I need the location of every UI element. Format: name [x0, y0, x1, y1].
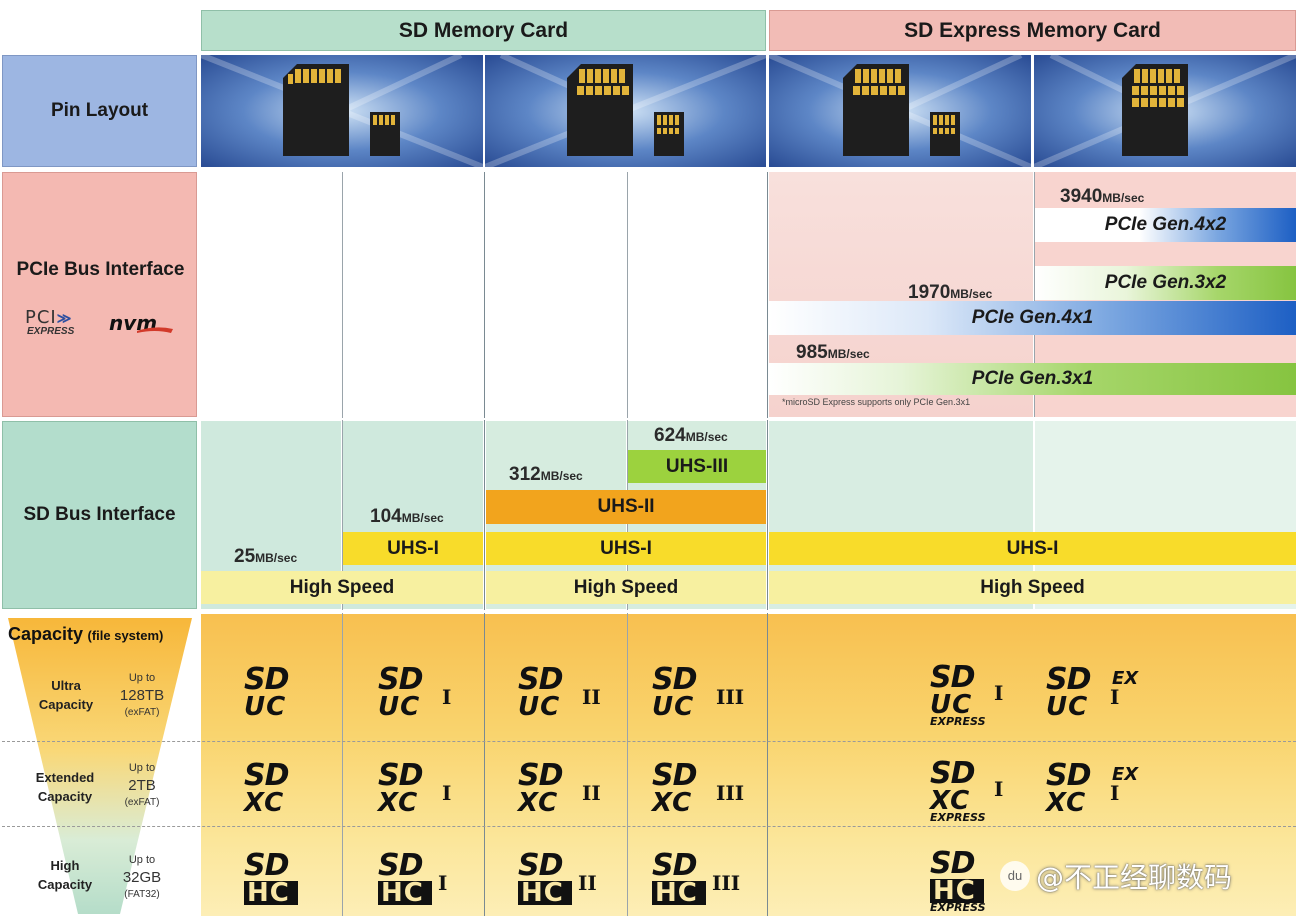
- pcie-footnote: *microSD Express supports only PCIe Gen.…: [782, 397, 971, 407]
- express-logo-text: EXPRESS: [27, 326, 75, 337]
- sd-card-icon: [283, 64, 349, 156]
- row-divider: [201, 610, 1296, 613]
- nvme-logo: nvm: [109, 311, 179, 337]
- capacity-size: 128TB: [119, 687, 165, 704]
- speed-label-624: 624MB/sec: [654, 425, 728, 446]
- column-divider: [1034, 172, 1035, 417]
- capacity-name-line2: Capacity: [37, 877, 93, 892]
- uhs1-bar-express: UHS-I: [769, 532, 1296, 565]
- paw-icon: du: [1000, 861, 1030, 891]
- nvme-swoosh-icon: [137, 327, 173, 333]
- pci-chevron-icon: ≫: [56, 310, 72, 326]
- speed-label-312: 312MB/sec: [509, 464, 583, 485]
- speed-label-3940: 3940MB/sec: [1060, 186, 1145, 207]
- capacity-name-line1: Ultra: [51, 678, 81, 693]
- capacity-size: 32GB: [122, 869, 162, 886]
- speed-label-985: 985MB/sec: [796, 342, 870, 363]
- pin-layout-label: Pin Layout: [2, 55, 197, 167]
- capacity-row-ultra: Ultra Capacity Up to 128TB (exFAT): [2, 660, 197, 740]
- sd-bus-label: SD Bus Interface: [2, 421, 197, 609]
- pcie-sdcard-blank: [201, 172, 766, 417]
- capacity-name-line2: Capacity: [37, 789, 93, 804]
- capacity-up-to: Up to: [128, 762, 156, 774]
- pcie-bus-label: PCIe Bus Interface: [16, 259, 185, 280]
- high-speed-bar-express: High Speed: [769, 571, 1296, 604]
- capacity-name-line1: Extended: [35, 770, 95, 785]
- capacity-title: Capacity (file system): [8, 624, 164, 644]
- column-divider: [342, 172, 343, 916]
- capacity-name-line2: Capacity: [38, 697, 94, 712]
- capacity-name-line1: High: [50, 858, 80, 873]
- speed-label-104: 104MB/sec: [370, 506, 444, 527]
- speed-label-25: 25MB/sec: [234, 546, 298, 567]
- uhs1-bar-sd: UHS-I: [343, 532, 483, 565]
- capacity-size: 2TB: [128, 777, 156, 794]
- sd-express-card-icon: [843, 64, 909, 156]
- dashed-divider: [2, 741, 1296, 742]
- high-speed-bar-sd-uhs2: High Speed: [486, 571, 766, 604]
- capacity-up-to: Up to: [128, 854, 156, 866]
- microsd-card-icon: [370, 112, 400, 156]
- row-divider: [201, 418, 1296, 420]
- capacity-funnel-shape: [8, 618, 192, 914]
- uhs3-bar: UHS-III: [628, 450, 766, 483]
- high-speed-bar-sd: High Speed: [201, 571, 483, 604]
- pci-express-logo: PCI≫ EXPRESS: [25, 307, 105, 341]
- capacity-fs: (exFAT): [124, 707, 160, 718]
- uhs2-bar: UHS-II: [486, 490, 766, 524]
- capacity-grid-bg: [201, 614, 1296, 916]
- sd-express-header: SD Express Memory Card: [769, 10, 1296, 51]
- pcie-gen3x1-bar: PCIe Gen.3x1: [769, 363, 1296, 395]
- column-divider: [767, 172, 768, 916]
- pci-logo-text: PCI: [25, 307, 57, 328]
- capacity-row-extended: Extended Capacity Up to 2TB (exFAT): [2, 742, 197, 824]
- capacity-label-cell: Capacity (file system): [2, 614, 197, 916]
- sd-express-x2-card-icon: [1122, 64, 1188, 156]
- microsd-uhs2-card-icon: [654, 112, 684, 156]
- capacity-fs: (FAT32): [124, 889, 160, 900]
- watermark: du @不正经聊数码: [1000, 856, 1232, 896]
- uhs1-bar-sd-uhs2: UHS-I: [486, 532, 766, 565]
- capacity-fs: (exFAT): [124, 797, 160, 808]
- column-divider: [484, 172, 485, 916]
- dashed-divider: [2, 826, 1296, 827]
- pcie-gen4x2-bar: PCIe Gen.4x2: [1035, 208, 1296, 242]
- pcie-gen3x2-bar: PCIe Gen.3x2: [1035, 266, 1296, 300]
- sd-memory-card-header: SD Memory Card: [201, 10, 766, 51]
- pcie-bus-label-cell: PCIe Bus Interface PCI≫ EXPRESS nvm: [2, 172, 197, 417]
- capacity-up-to: Up to: [128, 672, 156, 684]
- capacity-row-high: High Capacity Up to 32GB (FAT32): [2, 826, 197, 914]
- sd-uhs2-card-icon: [567, 64, 633, 156]
- microsd-express-card-icon: [930, 112, 960, 156]
- speed-label-1970: 1970MB/sec: [908, 282, 993, 303]
- pcie-gen4x1-bar: PCIe Gen.4x1: [769, 301, 1296, 335]
